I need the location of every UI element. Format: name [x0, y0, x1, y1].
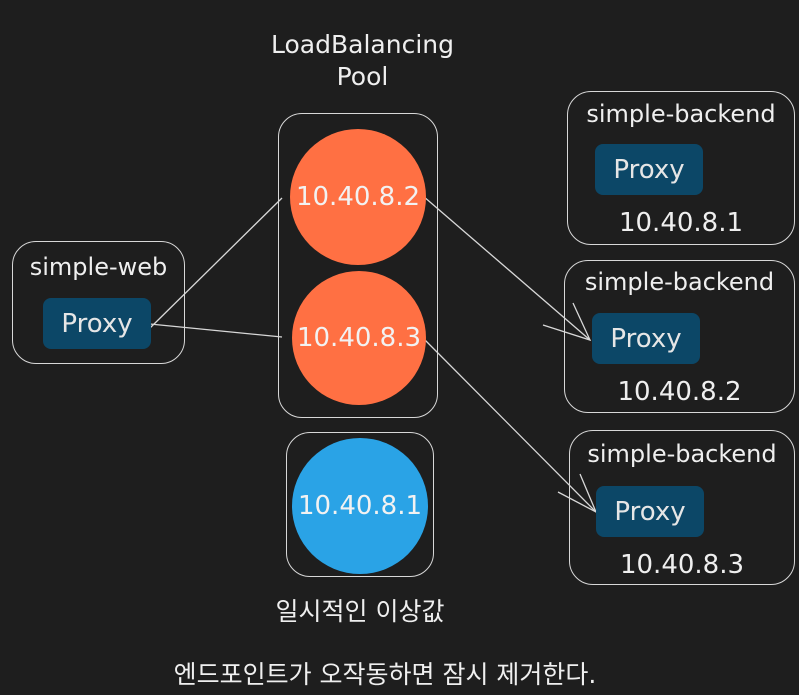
backend-3-ip: 10.40.8.3: [619, 550, 745, 580]
load-balancing-pool: [278, 113, 438, 418]
backend-2: [564, 260, 795, 413]
backend-2-ip: 10.40.8.2: [617, 377, 742, 407]
backend-1-proxy: Proxy: [595, 144, 703, 195]
pool-endpoint-2: 10.40.8.3: [292, 271, 426, 405]
simple-web-service: [12, 241, 185, 364]
backend-3-proxy: Proxy: [596, 486, 704, 537]
line-pool2-to-backend3: [422, 337, 597, 513]
backend-3-label: simple-backend: [587, 440, 777, 468]
ejected-endpoint: 10.40.8.1: [292, 438, 428, 574]
backend-2-label: simple-backend: [584, 268, 775, 296]
backend-1-ip: 10.40.8.1: [618, 208, 744, 238]
ejected-caption: 일시적인 이상값: [275, 597, 445, 626]
backend-1: [567, 91, 795, 245]
backend-1-label: simple-backend: [586, 100, 776, 128]
pool-title-line2: Pool: [336, 62, 389, 91]
pool-title-line1: LoadBalancing: [271, 30, 454, 59]
line-web-to-pool-2: [149, 323, 283, 338]
ejected-endpoint-box: [286, 432, 434, 577]
simple-web-label: simple-web: [29, 253, 168, 281]
simple-web-proxy: Proxy: [43, 298, 151, 349]
backend-2-proxy: Proxy: [592, 313, 700, 364]
backend-3: [569, 430, 795, 585]
line-web-to-pool-1: [149, 197, 283, 329]
pool-endpoint-1: 10.40.8.2: [290, 129, 426, 265]
footer-caption: 엔드포인트가 오작동하면 잠시 제거한다.: [173, 660, 597, 689]
line-pool1-to-backend2: [422, 195, 591, 341]
arrowhead-backend2: [542, 302, 592, 342]
